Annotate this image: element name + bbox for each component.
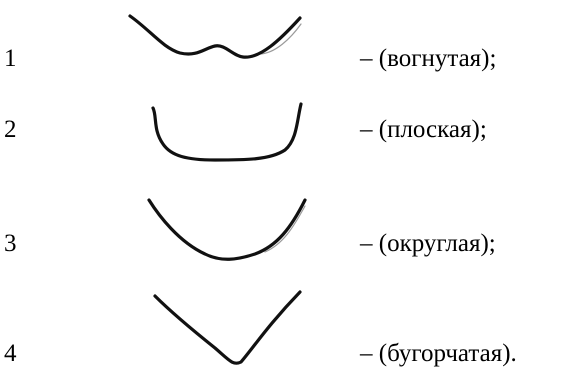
concave-shape-icon xyxy=(125,8,315,68)
rounded-shape-icon xyxy=(125,192,315,264)
row-number: 2 xyxy=(4,117,17,142)
tuberous-shape-icon xyxy=(125,288,315,366)
flat-shape-icon xyxy=(125,98,315,170)
row-label: – (плоская); xyxy=(360,117,487,142)
row-label: – (вогнутая); xyxy=(360,46,496,71)
row-number: 3 xyxy=(4,231,17,256)
row-number: 1 xyxy=(4,46,17,71)
row-label: – (округлая); xyxy=(360,231,496,256)
row-label: – (бугорчатая). xyxy=(360,341,517,366)
row-number: 4 xyxy=(4,341,17,366)
